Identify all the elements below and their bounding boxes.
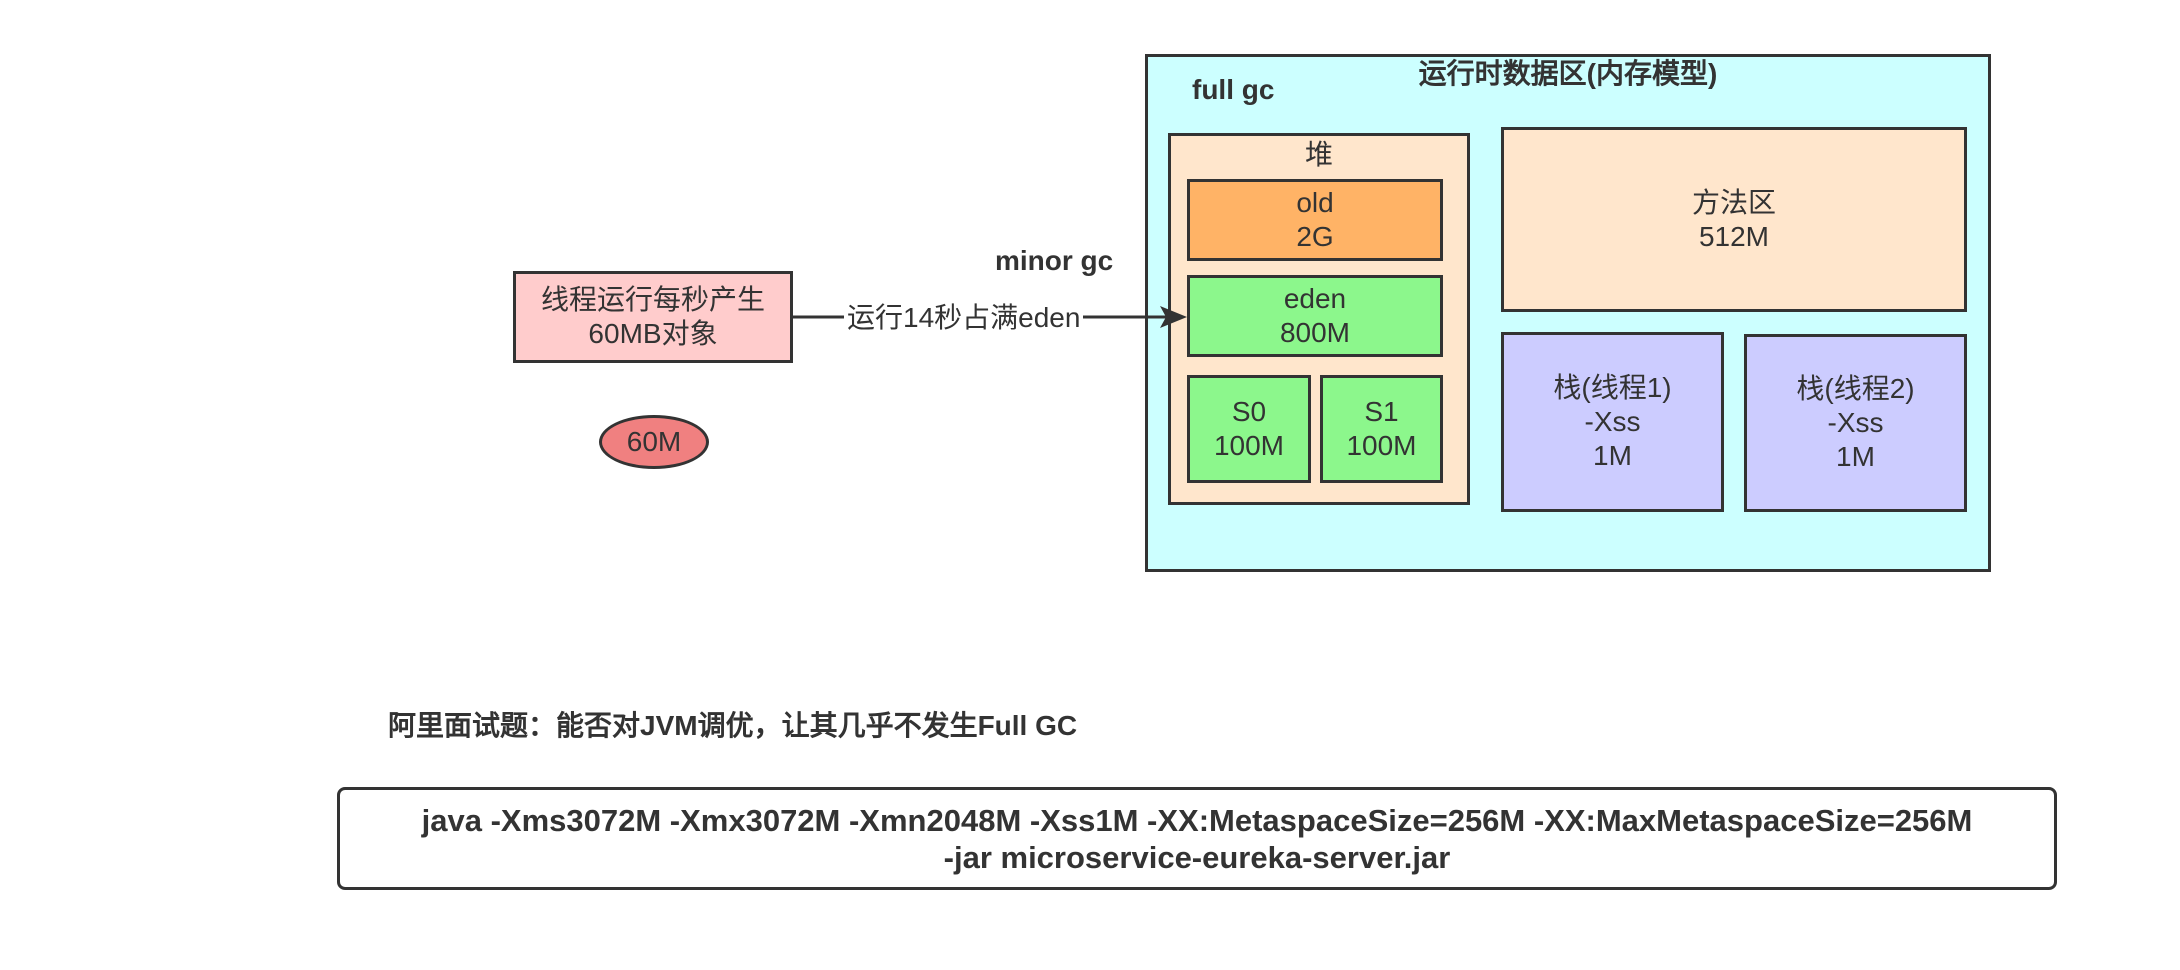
thread-producer-line1: 线程运行每秒产生 — [540, 284, 765, 315]
s0-label: S0 — [1231, 396, 1267, 427]
jvm-command-line2: -jar microservice-eureka-server.jar — [943, 839, 1451, 875]
minor-gc-label: minor gc — [995, 245, 1114, 276]
method-area-box: 方法区 512M — [1501, 127, 1967, 312]
runtime-data-area-title: 运行时数据区(内存模型) — [1418, 58, 1718, 89]
object-size-ellipse: 60M — [599, 415, 709, 469]
eden-label: eden — [1283, 283, 1347, 314]
old-label: old — [1296, 187, 1334, 218]
survivor-s0-box: S0 100M — [1187, 375, 1311, 483]
stack-thread1-size: 1M — [1593, 440, 1632, 471]
eden-size: 800M — [1279, 317, 1351, 348]
jvm-command-box: java -Xms3072M -Xmx3072M -Xmn2048M -Xss1… — [337, 787, 2057, 890]
survivor-s1-box: S1 100M — [1320, 375, 1443, 483]
s1-size: 100M — [1346, 430, 1417, 461]
s1-label: S1 — [1364, 396, 1399, 427]
eden-box: eden 800M — [1187, 275, 1443, 357]
stack-thread1-flag: -Xss — [1584, 406, 1641, 437]
old-generation-box: old 2G — [1187, 179, 1443, 261]
thread-producer-line2: 60MB对象 — [588, 318, 718, 349]
jvm-command-line1: java -Xms3072M -Xmx3072M -Xmn2048M -Xss1… — [421, 802, 1973, 838]
method-area-size: 512M — [1698, 220, 1770, 252]
heap-title: 堆 — [1304, 139, 1333, 170]
stack-thread2-flag: -Xss — [1827, 407, 1884, 438]
method-area-label: 方法区 — [1691, 186, 1776, 218]
stack-thread2-box: 栈(线程2) -Xss 1M — [1744, 334, 1967, 512]
interview-question: 阿里面试题：能否对JVM调优，让其几乎不发生Full GC — [388, 710, 1078, 741]
object-size-label: 60M — [626, 426, 682, 457]
thread-producer-box: 线程运行每秒产生 60MB对象 — [513, 271, 793, 363]
stack-thread1-box: 栈(线程1) -Xss 1M — [1501, 332, 1724, 512]
old-size: 2G — [1296, 221, 1334, 252]
arrowhead — [1160, 306, 1187, 328]
s0-size: 100M — [1213, 430, 1285, 461]
stack-thread2-size: 1M — [1836, 441, 1875, 472]
full-gc-label: full gc — [1192, 74, 1275, 105]
stack-thread2-label: 栈(线程2) — [1796, 373, 1915, 404]
arrow-label: 运行14秒占满eden — [844, 301, 1084, 335]
stack-thread1-label: 栈(线程1) — [1553, 372, 1672, 403]
